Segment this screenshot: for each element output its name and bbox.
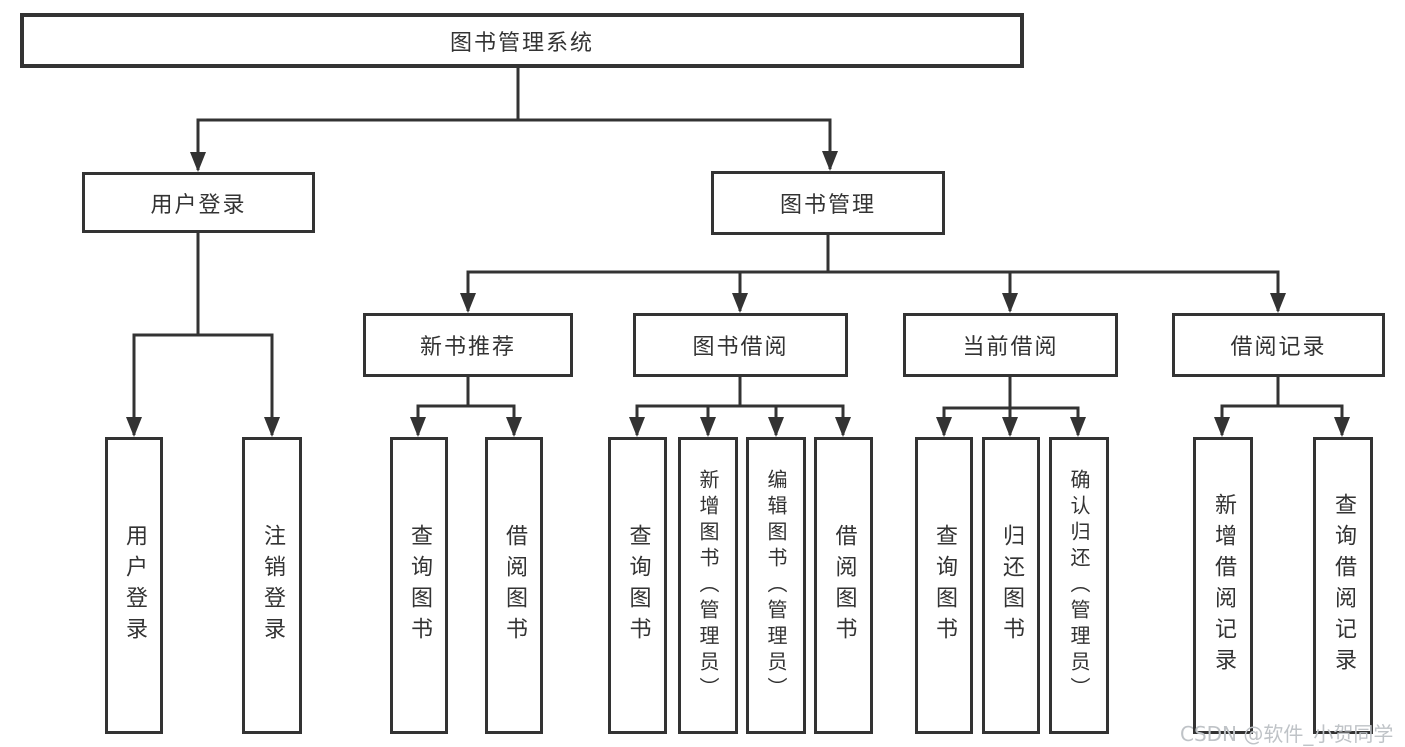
node-new-book-recommendation: 新书推荐 bbox=[363, 313, 573, 377]
arrowhead bbox=[264, 417, 280, 437]
leaf-label: 查询图书 bbox=[625, 523, 651, 648]
node-current-borrowing: 当前借阅 bbox=[903, 313, 1118, 377]
leaf-label: 新增图书（管理员） bbox=[696, 468, 720, 703]
leaf-label: 查询借阅记录 bbox=[1331, 492, 1356, 679]
arrowhead bbox=[1270, 293, 1286, 313]
node-book-borrowing: 图书借阅 bbox=[633, 313, 848, 377]
arrowhead bbox=[1334, 417, 1350, 437]
connector-lines bbox=[132, 68, 1344, 435]
arrowhead bbox=[835, 417, 851, 437]
arrowhead bbox=[1070, 417, 1086, 437]
arrowhead bbox=[460, 293, 476, 313]
leaf-label: 查询图书 bbox=[407, 523, 432, 648]
leaf-label: 查询图书 bbox=[932, 523, 957, 648]
arrowhead bbox=[126, 417, 142, 437]
leaf-label: 确认归还（管理员） bbox=[1067, 468, 1091, 703]
arrowhead bbox=[1214, 417, 1230, 437]
arrowhead bbox=[732, 293, 748, 313]
node-book-management: 图书管理 bbox=[711, 171, 945, 235]
arrowhead bbox=[822, 151, 838, 171]
leaf-label: 编辑图书（管理员） bbox=[764, 468, 788, 703]
leaf-logout-login: 注销登录 bbox=[242, 437, 302, 734]
leaf-confirm-return-admin: 确认归还（管理员） bbox=[1049, 437, 1109, 734]
leaf-label: 注销登录 bbox=[260, 523, 285, 648]
leaf-label: 借阅图书 bbox=[831, 523, 857, 648]
node-user-login: 用户登录 bbox=[82, 172, 315, 233]
watermark: CSDN @软件_小贺同学 bbox=[1180, 722, 1394, 746]
leaf-label: 新增借阅记录 bbox=[1211, 492, 1236, 679]
arrowhead bbox=[629, 417, 645, 437]
leaf-borrow-books: 借阅图书 bbox=[814, 437, 873, 734]
node-borrowing-records: 借阅记录 bbox=[1172, 313, 1385, 377]
leaf-query-books-borrowing: 查询图书 bbox=[608, 437, 667, 734]
node-library-management-system: 图书管理系统 bbox=[20, 13, 1024, 68]
leaf-query-books-recommend: 查询图书 bbox=[390, 437, 448, 734]
arrowhead bbox=[190, 152, 206, 172]
leaf-user-login: 用户登录 bbox=[105, 437, 163, 734]
leaf-label: 归还图书 bbox=[999, 523, 1024, 648]
arrowhead bbox=[1002, 417, 1018, 437]
leaf-label: 用户登录 bbox=[122, 523, 147, 648]
arrowhead bbox=[410, 417, 426, 437]
leaf-add-book-admin: 新增图书（管理员） bbox=[678, 437, 738, 734]
leaf-label: 借阅图书 bbox=[502, 523, 527, 648]
arrowhead bbox=[506, 417, 522, 437]
leaf-add-borrow-record: 新增借阅记录 bbox=[1193, 437, 1253, 734]
leaf-return-book: 归还图书 bbox=[982, 437, 1040, 734]
arrowhead bbox=[768, 417, 784, 437]
leaf-borrow-books-recommend: 借阅图书 bbox=[485, 437, 543, 734]
leaf-edit-book-admin: 编辑图书（管理员） bbox=[746, 437, 806, 734]
arrowhead bbox=[1002, 293, 1018, 313]
arrowhead bbox=[936, 417, 952, 437]
leaf-query-books-current: 查询图书 bbox=[915, 437, 973, 734]
leaf-query-borrow-record: 查询借阅记录 bbox=[1313, 437, 1373, 734]
arrowhead bbox=[700, 417, 716, 437]
